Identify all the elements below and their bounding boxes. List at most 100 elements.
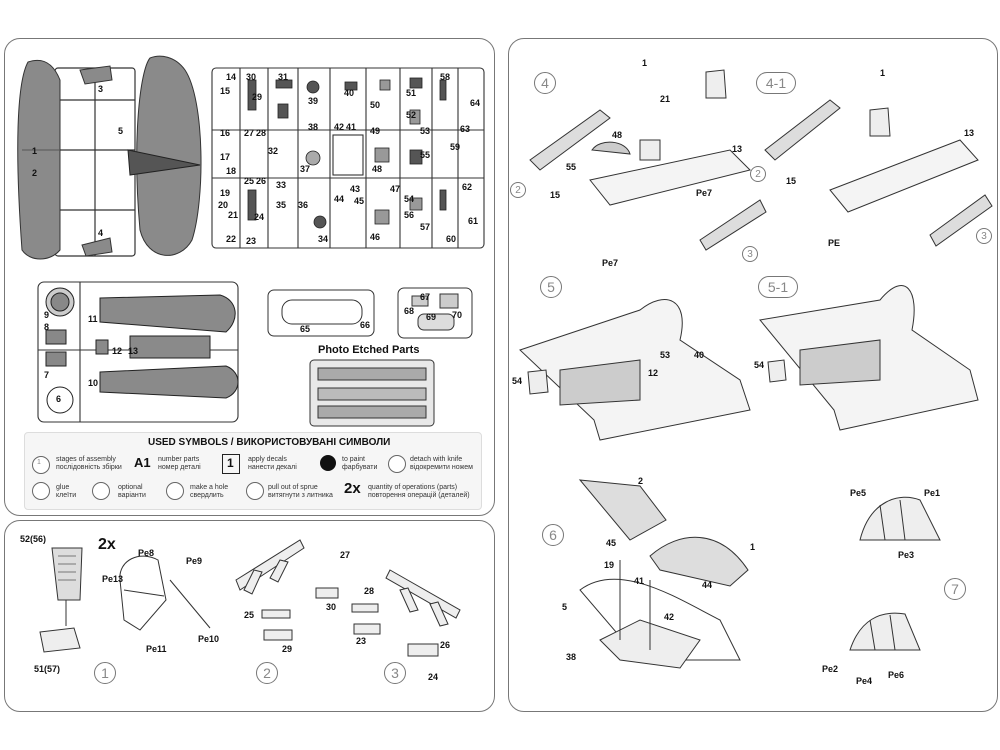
sprue-number: 33: [276, 180, 287, 190]
sprue-number: 70: [452, 310, 463, 320]
legend-en: detach with knife: [410, 456, 463, 463]
part-label: Pe6: [888, 670, 905, 680]
step-ref: 2: [750, 166, 766, 182]
sprue-number: 22: [226, 234, 237, 244]
sprue-number: 55: [420, 150, 431, 160]
sprue-number: 53: [420, 126, 431, 136]
sprue-number: 41: [346, 122, 357, 132]
step-ref: 2: [510, 182, 526, 198]
legend-ua: клеїти: [56, 492, 77, 499]
steps-1-3-panel: [4, 520, 495, 712]
sprue-number: 6: [56, 394, 62, 404]
part-label: 1: [642, 58, 648, 68]
sprue-number: 28: [256, 128, 267, 138]
sprue-number: 8: [44, 322, 50, 332]
sprue-frame-small-parts: [211, 67, 485, 249]
sprue-number: 58: [440, 72, 451, 82]
sprue-number: 14: [226, 72, 237, 82]
sprue-number: 19: [220, 188, 231, 198]
part-label: 25: [244, 610, 255, 620]
part-label: 1: [880, 68, 886, 78]
legend-en: to paint: [342, 456, 365, 463]
step-number: 6: [542, 524, 564, 546]
legend-ua: витягнути з литника: [268, 492, 333, 499]
part-label: Pe13: [102, 574, 124, 584]
part-label: 30: [326, 602, 337, 612]
part-label: 15: [550, 190, 561, 200]
part-label: Pe5: [850, 488, 867, 498]
sprue-number: 5: [118, 126, 124, 136]
sprue-number: 38: [308, 122, 319, 132]
sprue-number: 64: [470, 98, 481, 108]
sprue-number: 48: [372, 164, 383, 174]
sprue-number: 18: [226, 166, 237, 176]
legend-en: make a hole: [190, 484, 229, 491]
step4-1-drawing: [764, 99, 993, 247]
legend-ua: свердлить: [190, 492, 224, 499]
sprue-number: 63: [460, 124, 471, 134]
step-ref: 3: [976, 228, 992, 244]
legend-ua: фарбувати: [342, 464, 378, 471]
part-label: 45: [606, 538, 617, 548]
legend-symbol: A1: [134, 455, 151, 470]
part-label: 15: [786, 176, 797, 186]
part-label: 26: [440, 640, 451, 650]
legend-en: pull out of sprue: [268, 484, 318, 491]
part-label: 27: [340, 550, 351, 560]
step4-drawing: [529, 69, 767, 251]
step5-1-drawing: [759, 285, 979, 431]
legend-ua: відокремити ножем: [410, 464, 473, 471]
decal-box-icon: [222, 454, 240, 474]
sprue-cut-icon: [246, 482, 264, 500]
part-label: 12: [648, 368, 659, 378]
part-label: Pe8: [138, 548, 155, 558]
step-number: 5-1: [758, 276, 798, 298]
part-label: 42: [664, 612, 675, 622]
sprue-number: 39: [308, 96, 319, 106]
sprue-number: 1: [32, 146, 38, 156]
legend-ua: варіанти: [118, 492, 146, 499]
sprue-number: 27: [244, 128, 255, 138]
sprue-number: 23: [246, 236, 257, 246]
legend-symbol: 1: [37, 459, 41, 466]
sprue-number: 29: [252, 92, 263, 102]
legend-en: apply decals: [248, 456, 287, 463]
sprue-number: 35: [276, 200, 287, 210]
sprue-number: 17: [220, 152, 231, 162]
part-label: Pe10: [198, 634, 220, 644]
legend-ua: номер деталі: [158, 464, 201, 471]
sprue-number: 9: [44, 310, 50, 320]
paint-brush-icon: [320, 455, 336, 471]
part-label: 40: [694, 350, 705, 360]
legend-en: optional: [118, 484, 143, 491]
sprue-number: 42: [334, 122, 345, 132]
sprue-number: 60: [446, 234, 457, 244]
part-label: 54: [754, 360, 765, 370]
step-circle-icon: [32, 456, 50, 474]
glue-icon: [32, 482, 50, 500]
part-label: 54: [512, 376, 523, 386]
part-label: Pe4: [856, 676, 873, 686]
part-label: Pe9: [186, 556, 203, 566]
sprue-number: 44: [334, 194, 345, 204]
step-ref: 3: [742, 246, 758, 262]
sprue-number: 52: [406, 110, 417, 120]
sprue-number: 10: [88, 378, 99, 388]
knife-icon: [388, 455, 406, 473]
sprue-number: 67: [420, 292, 431, 302]
photo-etched-title: Photo Etched Parts: [318, 344, 420, 356]
part-label: 51(57): [34, 664, 61, 674]
sprue-number: 49: [370, 126, 381, 136]
step-number: 5: [540, 276, 562, 298]
sprue-number: 62: [462, 182, 473, 192]
part-label: 19: [604, 560, 615, 570]
legend-label: quantity of operations (parts)повторення…: [368, 484, 470, 500]
step7-drawing: [849, 496, 941, 651]
legend-ua: нанести декалі: [248, 464, 297, 471]
